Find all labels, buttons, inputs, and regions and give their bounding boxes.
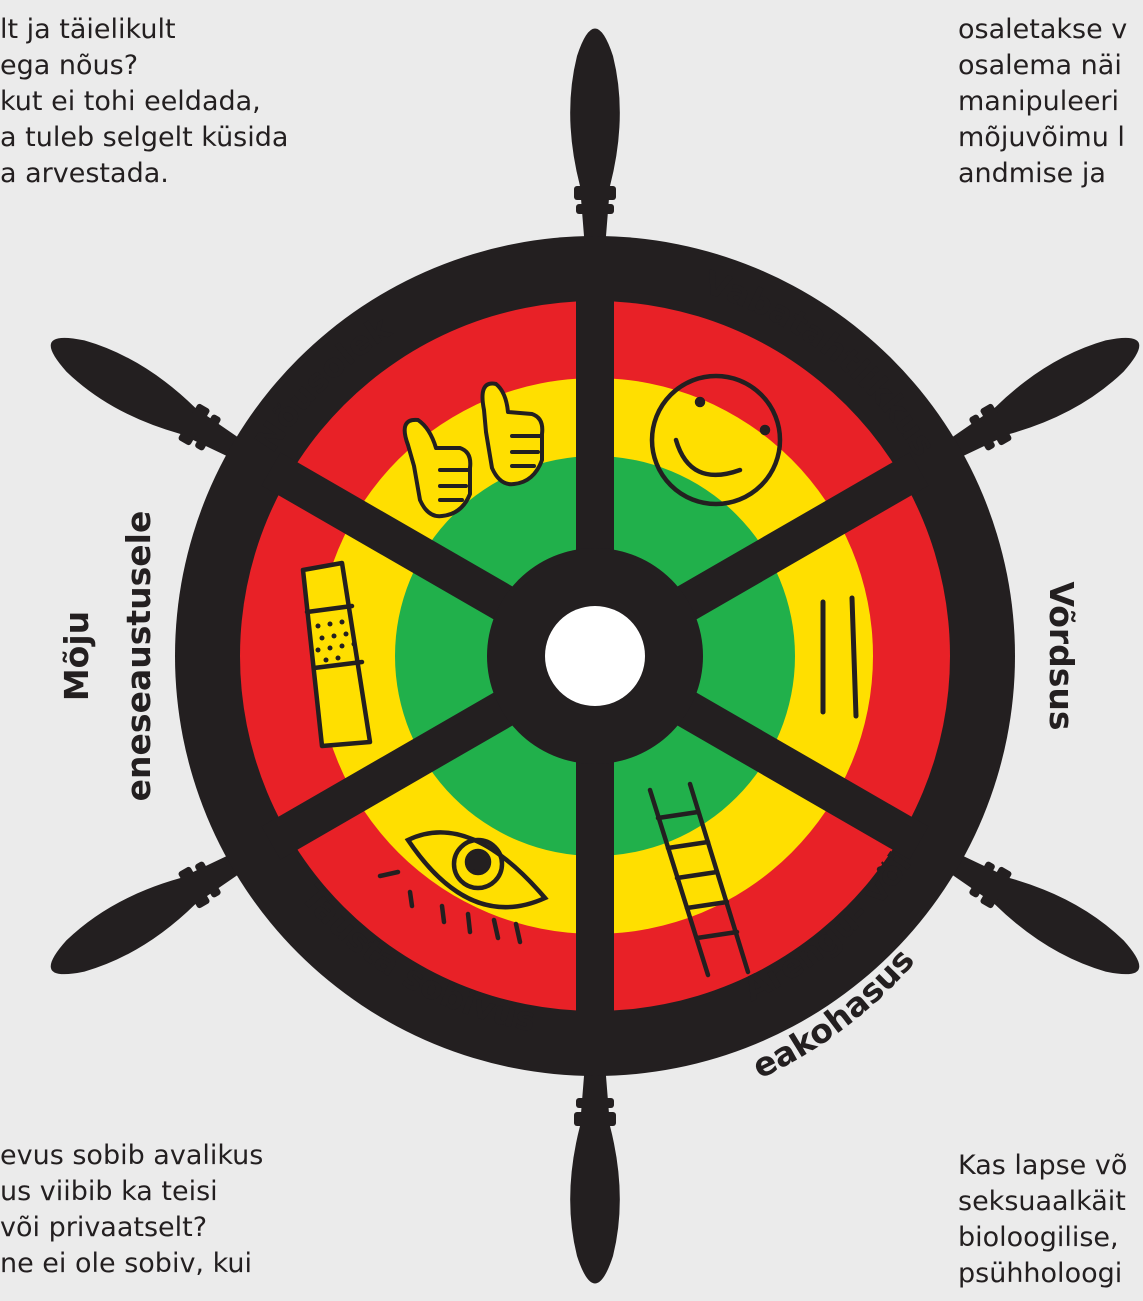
label-vordsus: Võrdsus [1042,581,1081,730]
label-moju-line1: Mõju [57,611,96,701]
label-moju-line2: eneseaustusele [119,511,158,802]
wheel-hub-hole [545,606,645,706]
